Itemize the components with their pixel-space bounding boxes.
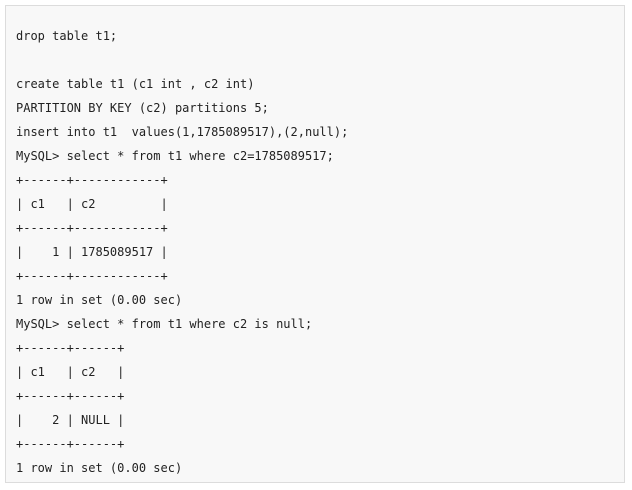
code-line: +------+------------+ (16, 173, 168, 187)
code-line: | c1 | c2 | (16, 365, 125, 379)
code-line: drop table t1; (16, 29, 118, 43)
code-line: 1 row in set (0.00 sec) (16, 461, 183, 475)
code-line: 1 row in set (0.00 sec) (16, 293, 183, 307)
code-block: drop table t1; create table t1 (c1 int ,… (5, 5, 625, 483)
code-line: insert into t1 values(1,1785089517),(2,n… (16, 125, 349, 139)
code-line: +------+------------+ (16, 221, 168, 235)
code-line: PARTITION BY KEY (c2) partitions 5; (16, 101, 269, 115)
code-line: create table t1 (c1 int , c2 int) (16, 77, 255, 91)
code-line: MySQL> select * from t1 where c2 is null… (16, 317, 313, 331)
code-line: +------+------+ (16, 437, 125, 451)
code-line: +------+------------+ (16, 269, 168, 283)
code-line: +------+------+ (16, 389, 125, 403)
code-line: | c1 | c2 | (16, 197, 168, 211)
code-line: | 2 | NULL | (16, 413, 125, 427)
code-line: | 1 | 1785089517 | (16, 245, 168, 259)
code-lines: drop table t1; create table t1 (c1 int ,… (16, 24, 624, 480)
code-line (16, 48, 624, 72)
code-line: MySQL> select * from t1 where c2=1785089… (16, 149, 334, 163)
code-line: +------+------+ (16, 341, 125, 355)
